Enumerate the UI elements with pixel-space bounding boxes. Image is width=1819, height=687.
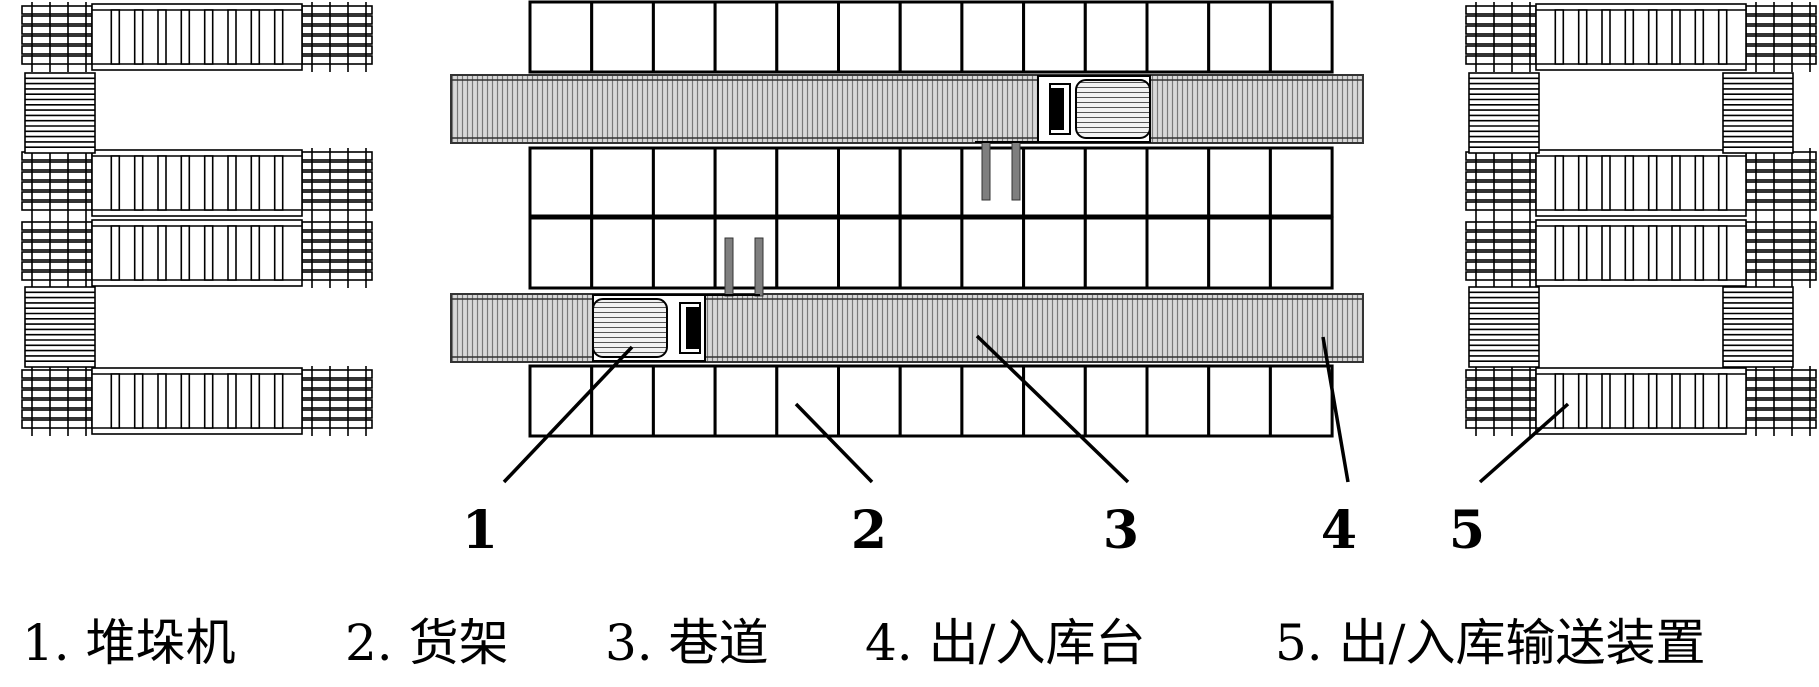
rack-cell — [1022, 146, 1087, 218]
transfer-unit — [24, 72, 96, 154]
rack-cell — [590, 216, 655, 290]
crane-bottom-fork-left — [724, 237, 734, 297]
conveyor-unit — [1465, 218, 1817, 288]
rack-cell — [837, 216, 902, 290]
conveyor-unit — [21, 148, 373, 218]
rack-cell — [898, 146, 964, 218]
leader-5 — [1478, 402, 1570, 484]
rack-cell — [713, 0, 779, 74]
conveyor-unit — [21, 218, 373, 288]
rack-cell — [1083, 216, 1149, 290]
rack-cell — [590, 146, 655, 218]
rack-cell — [590, 364, 655, 438]
rack-cell — [775, 216, 840, 290]
legend-item-5: 5. 出/入库输送装置 — [1275, 614, 1705, 672]
rack-cell — [1268, 364, 1334, 438]
conveyor-unit — [1465, 366, 1817, 436]
rack-cell — [713, 216, 779, 290]
rack-cell — [837, 0, 902, 74]
rack-cell — [837, 146, 902, 218]
rack-cell — [528, 146, 594, 218]
callout-number-2: 2 — [851, 500, 887, 561]
rack-cell — [1207, 146, 1272, 218]
rack-cell — [960, 216, 1026, 290]
legend-item-4: 4. 出/入库台 — [865, 614, 1145, 672]
rack-cell — [775, 146, 840, 218]
rack-cell — [528, 0, 594, 74]
rack-cell — [1083, 146, 1149, 218]
rack-cell — [651, 146, 717, 218]
rack-cell — [1268, 216, 1334, 290]
storage-racks — [528, 0, 1334, 438]
legend: 1. 堆垛机 2. 货架 3. 巷道 4. 出/入库台 5. 出/入库输送装置 — [22, 614, 1705, 672]
rack-cell — [1145, 364, 1211, 438]
inbound-outbound-conveyors — [21, 2, 1817, 436]
leader-4 — [1321, 336, 1350, 483]
rack-cell — [1022, 364, 1087, 438]
callout-leader-lines — [502, 334, 1570, 484]
rack-cell — [898, 0, 964, 74]
leader-1 — [502, 345, 634, 484]
rack-cell — [775, 364, 840, 438]
aisle-bottom — [450, 293, 1364, 363]
rack-cell — [775, 0, 840, 74]
rack-cell — [898, 216, 964, 290]
stacker-crane-top — [975, 75, 1151, 201]
transfer-unit — [24, 286, 96, 368]
transfer-unit — [1468, 72, 1540, 154]
callout-number-1: 1 — [462, 500, 498, 561]
rack-cell — [1022, 216, 1087, 290]
rack-cell — [1145, 146, 1211, 218]
legend-item-2: 2. 货架 — [345, 614, 509, 672]
rack-cell — [1083, 0, 1149, 74]
rack-cell — [1022, 0, 1087, 74]
crane-top-fork-right — [1011, 141, 1021, 201]
rack-cell — [1145, 0, 1211, 74]
crane-bottom-fork-right — [754, 237, 764, 297]
conveyor-unit — [1465, 2, 1817, 72]
legend-item-1: 1. 堆垛机 — [22, 614, 236, 672]
rack-cell — [1083, 364, 1149, 438]
callout-number-3: 3 — [1103, 500, 1139, 561]
rack-cell — [1207, 216, 1272, 290]
rack-cell — [837, 364, 902, 438]
transfer-unit — [1722, 72, 1794, 154]
rack-cell — [713, 146, 779, 218]
rack-cell — [1145, 216, 1211, 290]
rack-cell — [651, 364, 717, 438]
conveyor-unit — [21, 366, 373, 436]
callout-number-4: 4 — [1321, 500, 1357, 561]
rack-cell — [1207, 0, 1272, 74]
rack-cell — [898, 364, 964, 438]
rack-cell — [960, 0, 1026, 74]
stacker-crane-bottom — [592, 237, 764, 362]
rack-cell — [590, 0, 655, 74]
conveyor-unit — [1465, 148, 1817, 218]
transfer-unit — [1468, 286, 1540, 368]
rack-cell — [713, 364, 779, 438]
callout-numbers: 1 2 3 4 5 — [462, 500, 1485, 561]
rack-cell — [651, 216, 717, 290]
crane-top-fork-left — [981, 141, 991, 201]
callout-number-5: 5 — [1449, 500, 1485, 561]
rack-cell — [528, 216, 594, 290]
rack-cell — [1268, 0, 1334, 74]
leader-2 — [794, 402, 874, 484]
conveyor-unit — [21, 2, 373, 72]
transfer-unit — [1722, 286, 1794, 368]
aisle-top — [450, 74, 1364, 144]
legend-item-3: 3. 巷道 — [605, 614, 769, 672]
rack-cell — [960, 364, 1026, 438]
rack-cell — [651, 0, 717, 74]
rack-cell — [1207, 364, 1272, 438]
leader-3 — [975, 334, 1130, 484]
rack-cell — [1268, 146, 1334, 218]
